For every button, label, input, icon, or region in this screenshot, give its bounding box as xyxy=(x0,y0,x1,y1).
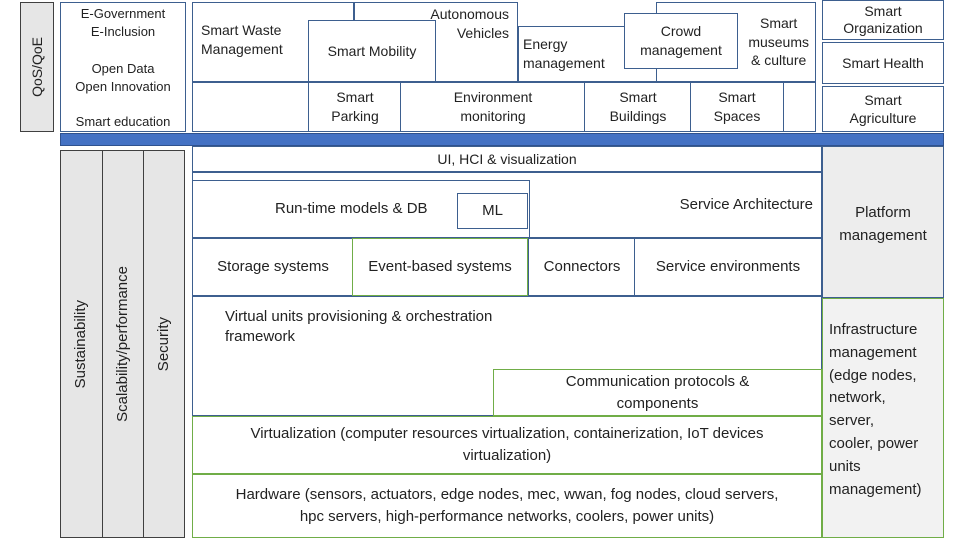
storage-systems-label: Storage systems xyxy=(217,257,329,275)
virtual-units-label: Virtual units provisioning & orchestrati… xyxy=(225,308,493,346)
environment-monitoring-box: Environment monitoring xyxy=(400,82,586,132)
energy-management-label: Energy management xyxy=(523,36,605,71)
ml-label: ML xyxy=(482,201,503,219)
smart-health-label: Smart Health xyxy=(842,54,924,71)
scalability-column: Scalability/performance xyxy=(102,150,144,538)
smart-buildings-label: Smart Buildings xyxy=(609,89,667,124)
infrastructure-management-label: Infrastructure management (edge nodes, n… xyxy=(829,321,922,498)
sustainability-column: Sustainability xyxy=(60,150,103,538)
e-government-label: E-Government xyxy=(80,6,166,21)
sustainability-label: Sustainability xyxy=(72,299,90,389)
crowd-management-label: Crowd management xyxy=(640,23,722,58)
connectors-label: Connectors xyxy=(543,257,621,275)
smart-museums-label: Smart museums & culture xyxy=(748,14,809,69)
smart-parking-box: Smart Parking xyxy=(308,82,402,132)
smart-education-label: Smart education xyxy=(75,114,171,130)
service-environments-label: Service environments xyxy=(655,257,801,275)
divider-bar xyxy=(60,133,944,146)
runtime-models-label: Run-time models & DB xyxy=(275,199,428,217)
smart-waste-label: Smart Waste Management xyxy=(201,22,283,57)
ui-hci-layer: UI, HCI & visualization xyxy=(192,146,822,172)
open-innovation-label: Open Innovation xyxy=(75,78,171,94)
hardware-layer: Hardware (sensors, actuators, edge nodes… xyxy=(192,474,822,538)
platform-management-box: Platform management xyxy=(822,146,944,298)
service-architecture-label: Service Architecture xyxy=(679,196,813,213)
hardware-label: Hardware (sensors, actuators, edge nodes… xyxy=(235,486,779,525)
e-inclusion-label: E-Inclusion xyxy=(90,23,156,39)
smart-parking-label: Smart Parking xyxy=(331,89,379,124)
storage-systems-box: Storage systems xyxy=(192,238,354,296)
autonomous-vehicles-label: Autonomous Vehicles xyxy=(430,6,509,41)
e-services-column: E-Government E-Inclusion Open Data Open … xyxy=(60,2,186,132)
connectors-box: Connectors xyxy=(528,238,636,296)
security-column: Security xyxy=(143,150,185,538)
smart-spaces-box: Smart Spaces xyxy=(690,82,784,132)
smart-agriculture-label: Smart Agriculture xyxy=(849,91,917,126)
open-data-label: Open Data xyxy=(91,61,155,77)
service-environments-box: Service environments xyxy=(634,238,822,296)
event-based-systems-box: Event-based systems xyxy=(352,238,528,296)
qos-qoe-label: QoS/QoE xyxy=(20,2,54,132)
smart-mobility-label: Smart Mobility xyxy=(327,42,417,59)
infrastructure-management-box: Infrastructure management (edge nodes, n… xyxy=(822,298,944,538)
environment-monitoring-label: Environment monitoring xyxy=(453,89,533,124)
ml-box: ML xyxy=(457,193,528,229)
smart-buildings-box: Smart Buildings xyxy=(584,82,692,132)
scalability-label: Scalability/performance xyxy=(113,266,131,422)
crowd-management-box: Crowd management xyxy=(624,13,738,69)
virtualization-layer: Virtualization (computer resources virtu… xyxy=(192,416,822,474)
smart-mobility-box: Smart Mobility xyxy=(308,20,436,82)
communication-protocols-box: Communication protocols & components xyxy=(493,369,822,416)
ui-hci-label: UI, HCI & visualization xyxy=(437,150,577,167)
event-based-systems-label: Event-based systems xyxy=(368,257,512,275)
smart-agriculture-box: Smart Agriculture xyxy=(822,86,944,132)
communication-protocols-label: Communication protocols & components xyxy=(565,372,750,412)
qos-qoe-text: QoS/QoE xyxy=(28,37,45,97)
platform-management-label: Platform management xyxy=(839,204,927,245)
smart-spaces-label: Smart Spaces xyxy=(713,89,761,124)
security-label: Security xyxy=(154,316,172,372)
smart-organization-box: Smart Organization xyxy=(822,0,944,40)
smart-organization-label: Smart Organization xyxy=(843,2,923,37)
virtualization-label: Virtualization (computer resources virtu… xyxy=(250,425,764,464)
smart-health-box: Smart Health xyxy=(822,42,944,84)
